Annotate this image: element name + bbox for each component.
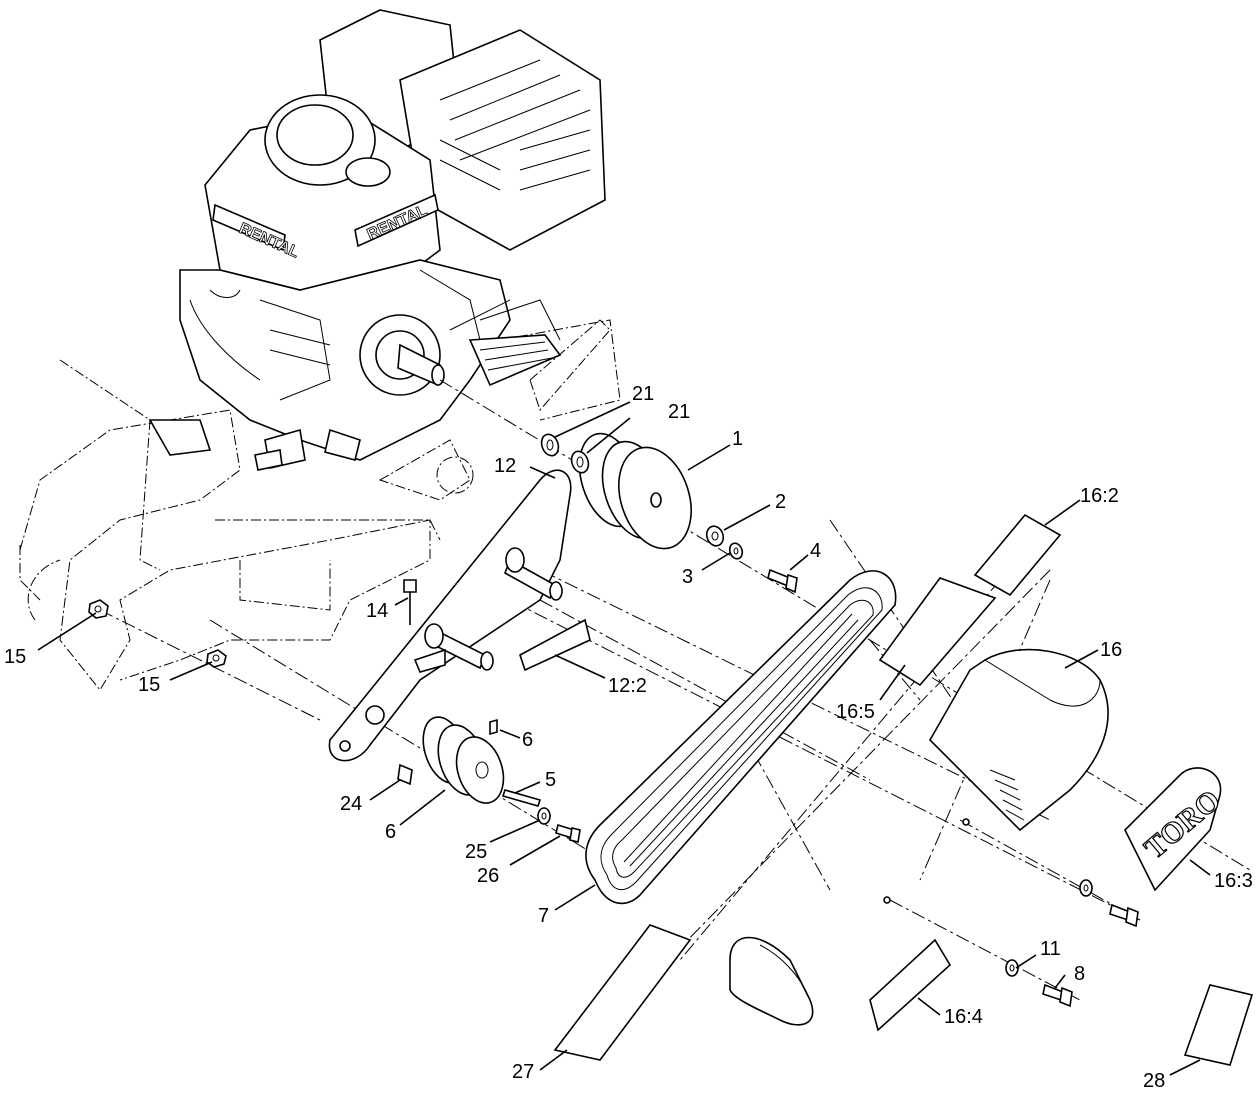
secondary-pulley — [422, 716, 505, 804]
callout-4: 4 — [810, 540, 821, 562]
key-5 — [501, 789, 542, 807]
callout-24: 24 — [340, 793, 362, 815]
callout-16-2: 16:2 — [1080, 485, 1119, 507]
engine-pulley — [578, 432, 692, 550]
decal-16-5 — [878, 577, 997, 687]
callout-1: 1 — [732, 428, 743, 450]
nut-15b — [206, 649, 227, 668]
washer-21-pair — [540, 433, 590, 474]
idler-arm-plate — [328, 469, 572, 762]
washer-25-bolt-26 — [537, 807, 581, 843]
callout-11: 11 — [1040, 938, 1061, 960]
callout-21a: 21 — [632, 383, 654, 405]
bolt-14 — [403, 579, 417, 625]
belt-guard — [729, 648, 1109, 1026]
bolt-24 — [397, 763, 413, 786]
callout-5: 5 — [545, 769, 556, 791]
callout-leaders — [37, 401, 1211, 1076]
callout-28: 28 — [1143, 1070, 1165, 1092]
callout-6-1: 6 — [522, 729, 533, 751]
callout-7: 7 — [538, 905, 549, 927]
callout-21b: 21 — [668, 401, 690, 423]
decal-16-2 — [973, 513, 1062, 597]
callout-8: 8 — [1074, 963, 1085, 985]
engine-assembly: RENTAL RENTAL — [148, 9, 606, 471]
decal-28 — [1183, 984, 1254, 1066]
pulley-hardware — [705, 525, 798, 594]
callout-26: 26 — [477, 865, 499, 887]
callout-12: 12 — [494, 455, 516, 477]
decal-27 — [553, 924, 692, 1061]
callout-16-3: 16:3 — [1214, 870, 1253, 892]
callout-3: 3 — [682, 566, 693, 588]
callout-16-4: 16:4 — [944, 1006, 983, 1028]
callout-15b: 15 — [138, 674, 160, 696]
callout-2: 2 — [775, 491, 786, 513]
callout-14: 14 — [366, 600, 388, 622]
decal-16-3-toro-plate: TORO — [1124, 767, 1227, 892]
decal-16-4 — [869, 938, 952, 1032]
callout-27: 27 — [512, 1061, 534, 1083]
callout-12-2: 12:2 — [608, 675, 647, 697]
drive-belt — [585, 570, 897, 905]
callout-6: 6 — [385, 821, 396, 843]
guard-hardware — [883, 818, 1139, 1008]
callout-16: 16 — [1100, 639, 1122, 661]
callout-labels: 21 21 1 2 3 4 12 14 15 15 12:2 6 5 24 6 … — [4, 383, 1253, 1092]
callout-16-5: 16:5 — [836, 701, 875, 723]
callout-25: 25 — [465, 841, 487, 863]
callout-15a: 15 — [4, 646, 26, 668]
decal-12-2 — [519, 618, 591, 672]
